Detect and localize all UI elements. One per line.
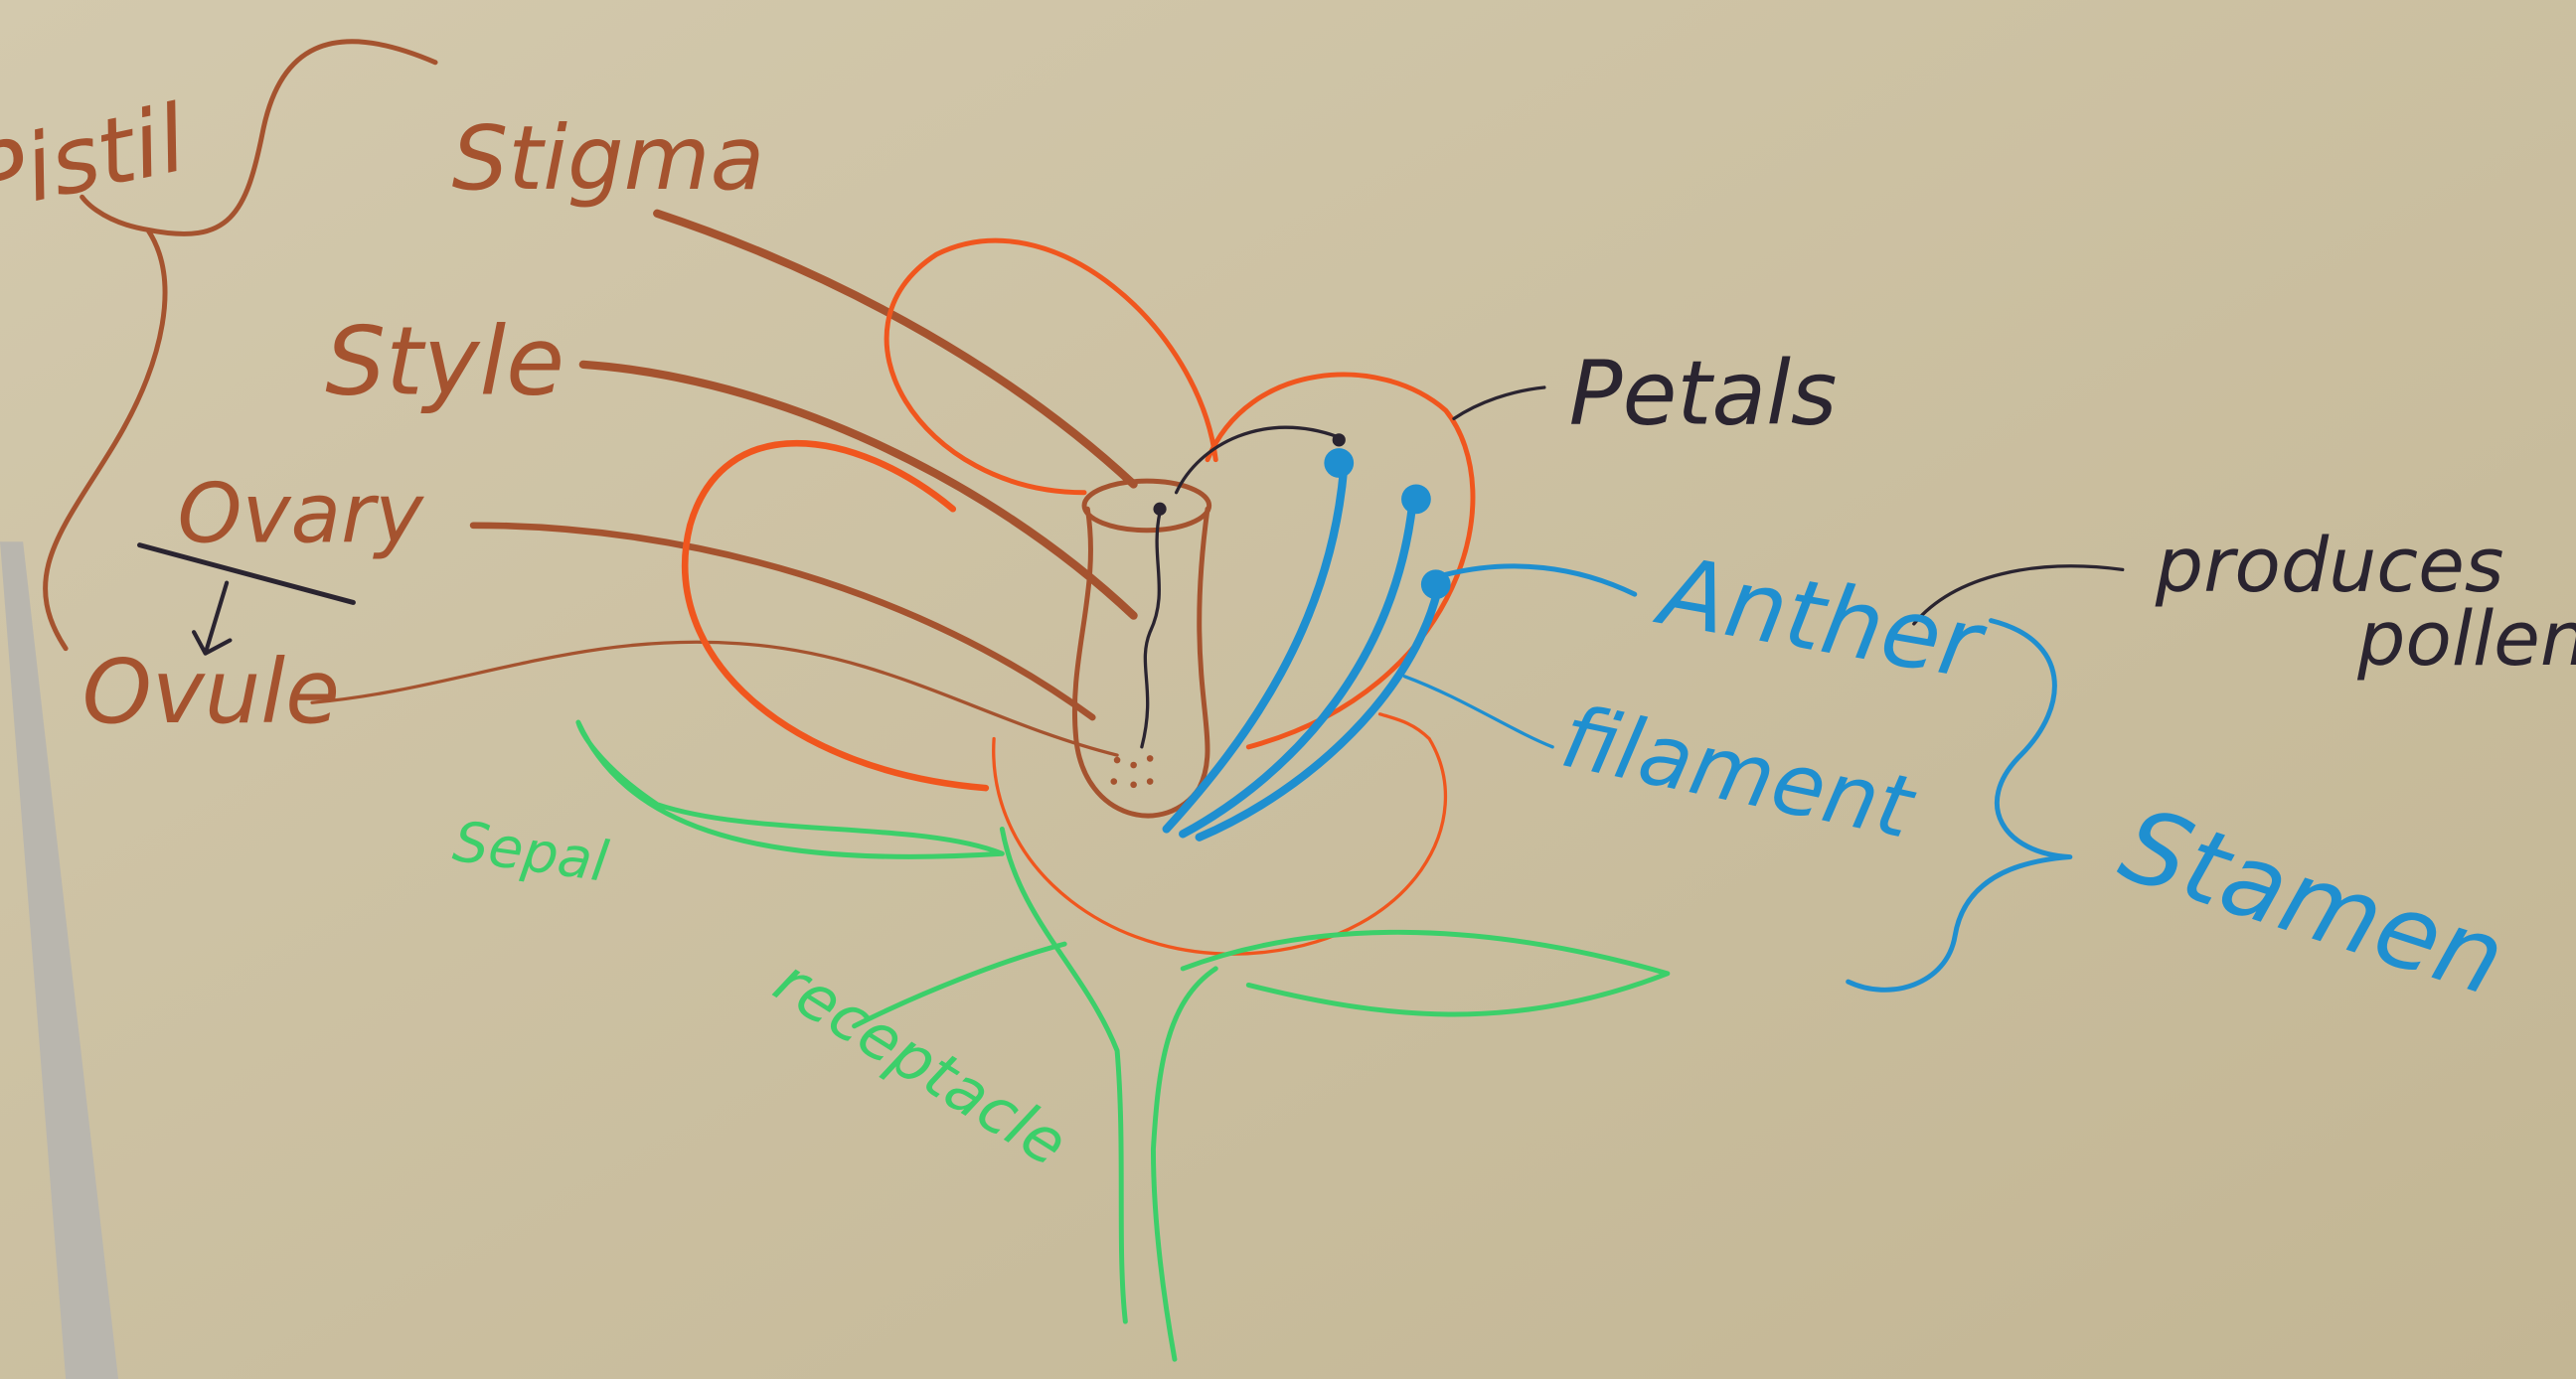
label-petals: Petals [1569,342,1838,445]
stigma-shape [1081,478,1212,534]
label-style: Style [325,306,564,417]
arrow-icon [191,580,233,656]
label-stigma: Stigma [452,107,765,211]
style-ovary-shape [1071,506,1210,819]
anther-pointer [1443,563,1638,597]
label-produces: produces [2155,521,2504,609]
stamens [1162,448,1451,842]
board-frame-edge [0,541,119,1379]
style-pointer [578,360,1138,620]
petal-bottom [992,712,1447,956]
label-ovule: Ovule [82,641,340,744]
petal-right [1205,372,1476,750]
petals-pointer [1452,385,1546,421]
ovary-underline [137,542,356,605]
petal-left [682,439,990,792]
ovary-pointer [469,522,1096,721]
label-pollen: pollen [2356,594,2576,683]
ovule-pointer [310,640,1119,757]
pollen-arrow [1174,425,1340,495]
stigma-pointer [653,209,1138,489]
label-ovary: Ovary [178,466,425,561]
petal-top [884,237,1218,496]
anther-pollen-dot [1332,433,1346,447]
stamen-brace [1846,618,2073,993]
pollen-grain [1153,502,1167,516]
pollen-tube [1140,510,1162,749]
pistil-brace [43,39,438,652]
filament-pointer [1402,675,1554,749]
ovules [1110,755,1154,789]
produces-pointer [1912,564,2125,626]
sepals-and-receptacle [575,719,1671,1362]
